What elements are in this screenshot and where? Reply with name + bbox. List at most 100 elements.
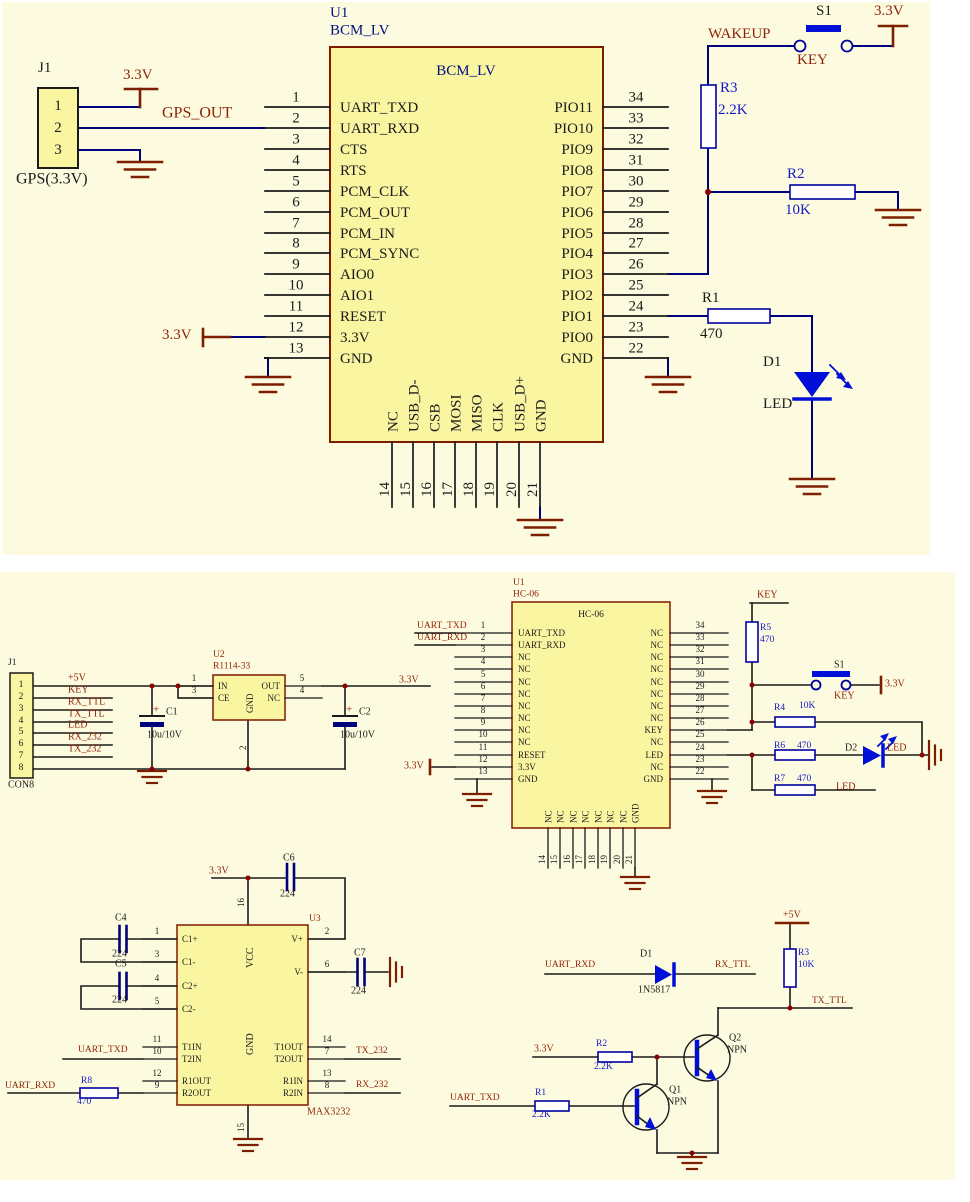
junction-dot [149,683,155,689]
pin-name: RESET [518,750,546,760]
designator: U3 [309,914,321,924]
resistor-R2b-2.2K [597,1051,633,1063]
net-label: C6 [283,853,295,864]
net-label: +5V [783,910,802,921]
chip-text: CON8 [8,780,34,791]
net-label: D1 [763,354,781,370]
net-label: Q1 [669,1085,681,1096]
net-label: NPN [667,1097,687,1108]
resistor-R1-470 [707,308,771,324]
chip-body-regulator-r1114-33 [212,674,286,721]
pin-name: PIO6 [561,205,593,221]
designator: BCM_LV [330,22,390,38]
net-label: LED [836,782,855,793]
junction-dot [342,683,348,689]
pin-number: 13 [323,1068,333,1078]
pin-number: 1 [192,673,197,683]
pin-number: 12 [153,1068,162,1078]
net-label: 3.3V [404,761,425,772]
pin-number: 28 [629,215,644,231]
net-label: R2 [596,1039,607,1049]
net-label: 3.3V [162,327,192,343]
pin-number: 32 [629,131,644,147]
net-label: LED [68,720,87,731]
pin-number: 1 [292,89,300,105]
resistor-R6-470 [774,749,816,761]
resistor-R4-10K [774,716,816,728]
net-label: S1 [816,3,832,19]
pin-number: 28 [696,693,706,703]
led-ray-icon [880,733,889,741]
net-label: LED [887,743,906,754]
pin-name: 3.3V [518,762,536,772]
resistor-R5-470 [745,621,759,663]
pin-name: GND [518,774,538,784]
pin-number: 12 [479,754,488,764]
pin-number: 34 [696,620,706,630]
pin-number: 17 [440,482,456,498]
chip-body-con8-connector-j1 [9,672,34,779]
net-label: R4 [774,703,785,713]
chip-title: BCM_LV [436,63,496,79]
pin-name: C2+ [182,981,198,991]
net-label: R6 [774,741,785,751]
net-label: KEY [797,52,828,68]
net-label: C5 [115,959,127,970]
pin-name: NC [618,810,628,823]
pin-number: 6 [325,959,330,969]
schematic-panel-bottom [0,572,955,1180]
pin-number: 13 [289,340,304,356]
pin-name: GND [340,351,373,367]
pin-name: V- [294,967,303,977]
chip-text: 5 [19,727,24,737]
net-label: 10K [785,202,811,218]
designator: J1 [8,658,17,668]
switch-actuator-S1-wakeup [806,25,841,32]
led-ray-icon [876,737,887,748]
pin-name: NC [518,737,531,747]
pin-name: GND [644,774,664,784]
net-label: 1N5817 [638,985,670,996]
pin-name: PIO11 [554,100,593,116]
pin-name: NC [593,810,603,823]
pin-name: UART_TXD [340,100,418,116]
net-label: 3.3V [123,67,153,83]
pin-name: R1OUT [182,1076,212,1086]
pin-number: 32 [696,644,705,654]
pin-name: PIO1 [561,309,593,325]
resistor-R3-2.2K [700,84,717,149]
chip-text: 3 [54,142,62,158]
transistor-Q1-npn [622,1083,670,1131]
net-label: + [153,703,159,715]
emitter-arrow-Q2-npn [706,1069,717,1081]
junction-dot [245,766,251,772]
pin-number: 21 [525,482,541,497]
pin-number: 11 [289,298,303,314]
designator: J1 [38,60,51,76]
pin-name: V+ [291,934,303,944]
pin-number: 15 [549,855,559,865]
pin-name: PIO2 [561,288,593,304]
pin-number: 26 [629,256,645,272]
emitter-arrow-Q1-npn [645,1117,656,1130]
net-label: MAX3232 [307,1107,350,1118]
pin-number: 6 [292,194,300,210]
pin-name: NC [518,664,531,674]
diode-D2-led [863,746,881,765]
net-label: 10u/10V [147,730,183,741]
net-label: 224 [112,995,127,1006]
pin-number: 23 [696,754,706,764]
net-label: TX_232 [356,1046,388,1056]
net-label: WAKEUP [708,26,771,42]
pin-number: 1 [481,620,486,630]
pin-name: NC [650,628,663,638]
diode-D1-1n5817 [655,965,672,984]
pin-number: 11 [479,742,488,752]
net-label: +5V [68,673,87,684]
designator: U1 [330,5,348,21]
chip-text: 1 [54,98,62,114]
transistor-Q2-npn [683,1034,731,1082]
net-label: 470 [797,774,812,784]
pin-number: 34 [629,89,645,105]
